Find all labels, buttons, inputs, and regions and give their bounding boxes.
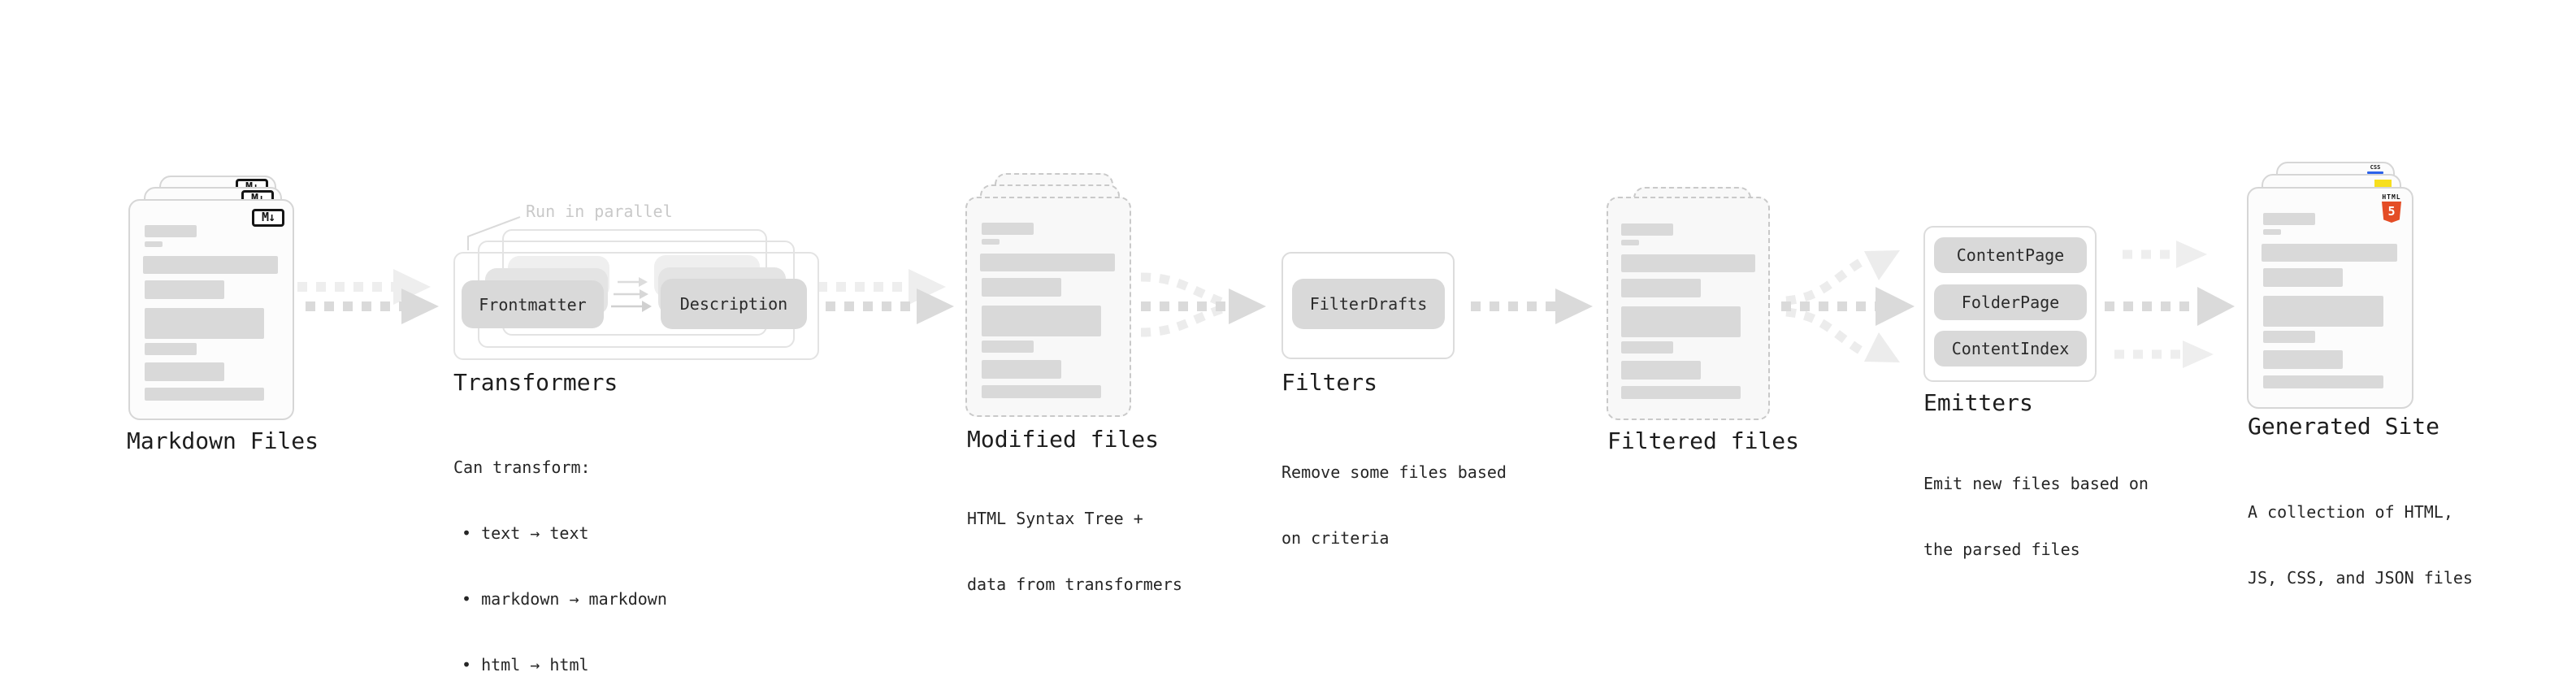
desc-line: Remove some files based bbox=[1281, 462, 1507, 482]
arrow-emitters-to-generated bbox=[2105, 241, 2235, 368]
doc-card-front bbox=[965, 197, 1131, 417]
stage-transformers: Run in parallel Frontmatter Description … bbox=[453, 202, 835, 674]
stage-description: A collection of HTML, JS, CSS, and JSON … bbox=[2248, 458, 2473, 633]
stage-label: Modified files bbox=[967, 426, 1160, 453]
content-bar bbox=[1621, 306, 1741, 337]
content-bar bbox=[145, 241, 163, 247]
content-bar bbox=[982, 306, 1101, 336]
arrow-transformers-to-modified bbox=[817, 269, 954, 324]
content-bar bbox=[982, 340, 1034, 353]
content-bar bbox=[145, 225, 197, 237]
content-bar bbox=[1621, 361, 1701, 380]
desc-line: JS, CSS, and JSON files bbox=[2248, 568, 2473, 588]
stage-emitters: ContentPage FolderPage ContentIndex Emit… bbox=[1923, 226, 2167, 559]
markdown-icon: M↓ bbox=[252, 209, 284, 227]
content-bar bbox=[145, 388, 264, 401]
content-bar bbox=[143, 256, 278, 274]
desc-bullet: • html → html bbox=[462, 655, 589, 674]
content-bar bbox=[1621, 223, 1673, 236]
stage-description: Remove some files based on criteria bbox=[1281, 418, 1507, 593]
content-bar bbox=[2263, 331, 2315, 343]
desc-line: A collection of HTML, bbox=[2248, 502, 2453, 522]
stage-label: Markdown Files bbox=[127, 427, 319, 454]
content-bar bbox=[145, 362, 224, 381]
content-bar bbox=[1621, 240, 1639, 245]
parallel-arrows-icon bbox=[611, 277, 652, 312]
description-box: Description bbox=[661, 279, 807, 329]
doc-card-front bbox=[1607, 197, 1770, 420]
content-bar bbox=[2263, 213, 2315, 225]
content-bar bbox=[1621, 279, 1701, 297]
stage-label: Transformers bbox=[453, 369, 618, 396]
content-bar bbox=[980, 254, 1115, 271]
content-bar bbox=[2263, 268, 2343, 287]
doc-card-front: M↓ bbox=[128, 199, 294, 420]
html5-icon-shield: 5 bbox=[2382, 202, 2401, 223]
arrow-filtered-to-emitters bbox=[1781, 250, 1915, 362]
stage-label: Filters bbox=[1281, 369, 1378, 396]
content-bar bbox=[2263, 375, 2383, 388]
arrow-markdown-to-transformers bbox=[297, 269, 439, 324]
stage-label: Filtered files bbox=[1607, 427, 1800, 454]
desc-bullet: • markdown → markdown bbox=[462, 589, 667, 609]
content-bar bbox=[982, 385, 1101, 398]
desc-line: data from transformers bbox=[967, 575, 1182, 594]
stage-modified-files: Modified files HTML Syntax Tree + data f… bbox=[965, 173, 1182, 594]
stage-description: HTML Syntax Tree + data from transformer… bbox=[967, 464, 1182, 640]
arrow-modified-to-filters bbox=[1140, 272, 1266, 337]
stage-filtered-files: Filtered files bbox=[1607, 186, 1810, 471]
content-bar bbox=[145, 343, 197, 355]
desc-line: Emit new files based on bbox=[1923, 474, 2149, 493]
stage-description: Emit new files based on the parsed files bbox=[1923, 429, 2149, 605]
content-bar bbox=[982, 223, 1034, 235]
css-icon: CSS bbox=[2367, 165, 2383, 174]
js-icon bbox=[2374, 180, 2392, 188]
content-bar bbox=[2263, 229, 2281, 235]
desc-line: the parsed files bbox=[1923, 540, 2080, 559]
arrow-filters-to-filtered bbox=[1471, 288, 1593, 324]
stage-label: Emitters bbox=[1923, 389, 2033, 416]
frontmatter-box: Frontmatter bbox=[462, 280, 604, 328]
content-bar bbox=[982, 239, 1000, 245]
content-bar bbox=[145, 308, 264, 339]
stage-label: Generated Site bbox=[2248, 413, 2440, 440]
folderpage-box: FolderPage bbox=[1934, 284, 2087, 320]
stage-generated-site: CSS HTML 5 Generated Site A collection o… bbox=[2247, 162, 2474, 588]
run-in-parallel-pointer bbox=[467, 216, 521, 250]
stage-markdown-files: M↓ M↓ M↓ Markdown Files bbox=[127, 163, 332, 480]
content-bar bbox=[2262, 244, 2397, 262]
filterdrafts-box: FilterDrafts bbox=[1292, 279, 1445, 329]
css-icon-label: CSS bbox=[2370, 164, 2381, 171]
html5-icon: HTML 5 bbox=[2381, 193, 2402, 223]
content-bar bbox=[1621, 254, 1755, 272]
desc-line: Can transform: bbox=[453, 458, 591, 477]
stage-filters: FilterDrafts Filters Remove some files b… bbox=[1281, 252, 1525, 548]
content-bar bbox=[2263, 296, 2383, 327]
doc-card-front: HTML 5 bbox=[2247, 187, 2413, 409]
desc-bullet: • text → text bbox=[462, 523, 589, 543]
html5-icon-word: HTML bbox=[2382, 193, 2401, 201]
contentindex-box: ContentIndex bbox=[1934, 331, 2087, 367]
contentpage-box: ContentPage bbox=[1934, 237, 2087, 273]
run-in-parallel-note: Run in parallel bbox=[526, 202, 673, 221]
content-bar bbox=[145, 280, 224, 299]
stage-description: Can transform: • text → text • markdown … bbox=[453, 413, 667, 681]
content-bar bbox=[1621, 341, 1673, 354]
content-bar bbox=[982, 360, 1061, 379]
transformer-frame-front bbox=[453, 252, 819, 360]
content-bar bbox=[2263, 350, 2343, 369]
desc-line: HTML Syntax Tree + bbox=[967, 509, 1143, 528]
content-bar bbox=[982, 278, 1061, 297]
content-bar bbox=[1621, 386, 1741, 399]
css-icon-underline bbox=[2367, 171, 2383, 174]
desc-line: on criteria bbox=[1281, 528, 1390, 548]
